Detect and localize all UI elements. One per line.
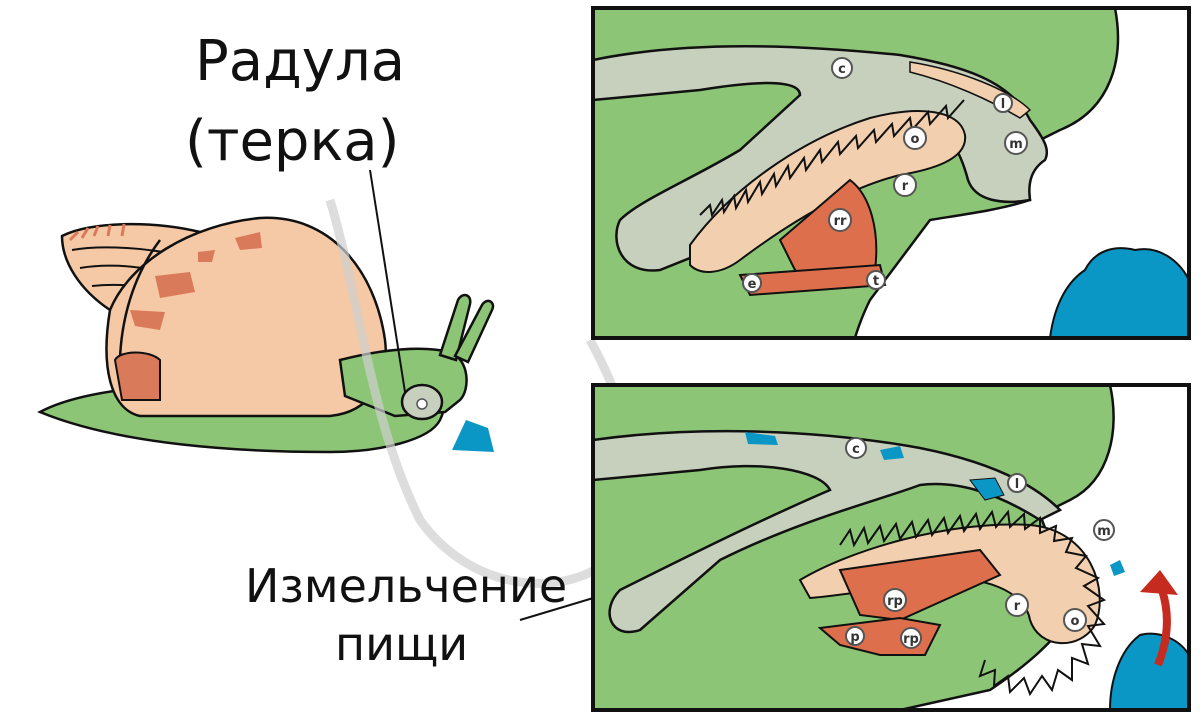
svg-text:o: o	[911, 132, 920, 147]
bottom-gray-tissue	[593, 429, 1063, 634]
svg-text:e: e	[748, 277, 757, 292]
svg-text:r: r	[1014, 599, 1021, 614]
svg-text:c: c	[838, 62, 846, 77]
bottom-panel: c l m r o rp p rp	[591, 383, 1191, 712]
radula-label-line2: (терка)	[185, 109, 399, 174]
bottom-radula-teeth	[839, 509, 1107, 697]
bottom-marker-l: l	[1007, 473, 1027, 493]
bottom-marker-c: c	[845, 437, 867, 459]
svg-text:m: m	[1009, 137, 1023, 152]
bottom-marker-rp: rp	[883, 588, 907, 612]
snail-tentacle-right	[453, 299, 495, 364]
bottom-marker-m: m	[1093, 519, 1115, 541]
svg-text:rr: rr	[834, 214, 847, 229]
bottom-marker-rp2: rp	[900, 627, 922, 649]
svg-text:p: p	[850, 630, 859, 645]
top-radula-teeth	[699, 99, 965, 218]
svg-text:l: l	[1001, 97, 1005, 112]
snail-shell-body	[105, 216, 387, 418]
top-marker-rr: rr	[828, 208, 852, 232]
snail-tentacle-left	[438, 293, 472, 362]
bottom-food	[1108, 632, 1189, 710]
background-curve	[325, 198, 640, 588]
svg-text:c: c	[852, 442, 860, 457]
top-marker-t: t	[866, 270, 886, 290]
bottom-marker-r: r	[1005, 593, 1029, 617]
grinding-label-line2: пищи	[335, 617, 468, 671]
top-panel: c l m o r rr e t	[591, 6, 1191, 340]
grinding-label-line1: Измельчение	[245, 559, 567, 613]
top-cartilage	[689, 110, 967, 273]
top-marker-o: o	[903, 126, 927, 150]
svg-text:r: r	[902, 179, 909, 194]
top-marker-r: r	[893, 173, 917, 197]
snail-food	[452, 420, 494, 452]
top-marker-e: e	[742, 273, 762, 293]
svg-text:l: l	[1015, 477, 1019, 492]
bottom-rotation-arrow	[1154, 588, 1171, 667]
snail-illustration	[37, 216, 495, 454]
svg-text:m: m	[1097, 524, 1111, 539]
radula-pointer-line	[369, 169, 406, 393]
top-food	[1048, 247, 1189, 338]
svg-text:t: t	[873, 274, 879, 289]
top-marker-m: m	[1004, 131, 1028, 155]
bottom-marker-p: p	[845, 626, 865, 646]
svg-text:rp: rp	[903, 632, 919, 647]
svg-text:rp: rp	[887, 594, 903, 609]
radula-label-line1: Радула	[195, 29, 405, 94]
bottom-muscle-upper	[838, 548, 1002, 622]
svg-text:o: o	[1071, 614, 1080, 629]
bottom-marker-o: o	[1063, 608, 1087, 632]
top-marker-l: l	[993, 93, 1013, 113]
top-marker-c: c	[831, 57, 853, 79]
